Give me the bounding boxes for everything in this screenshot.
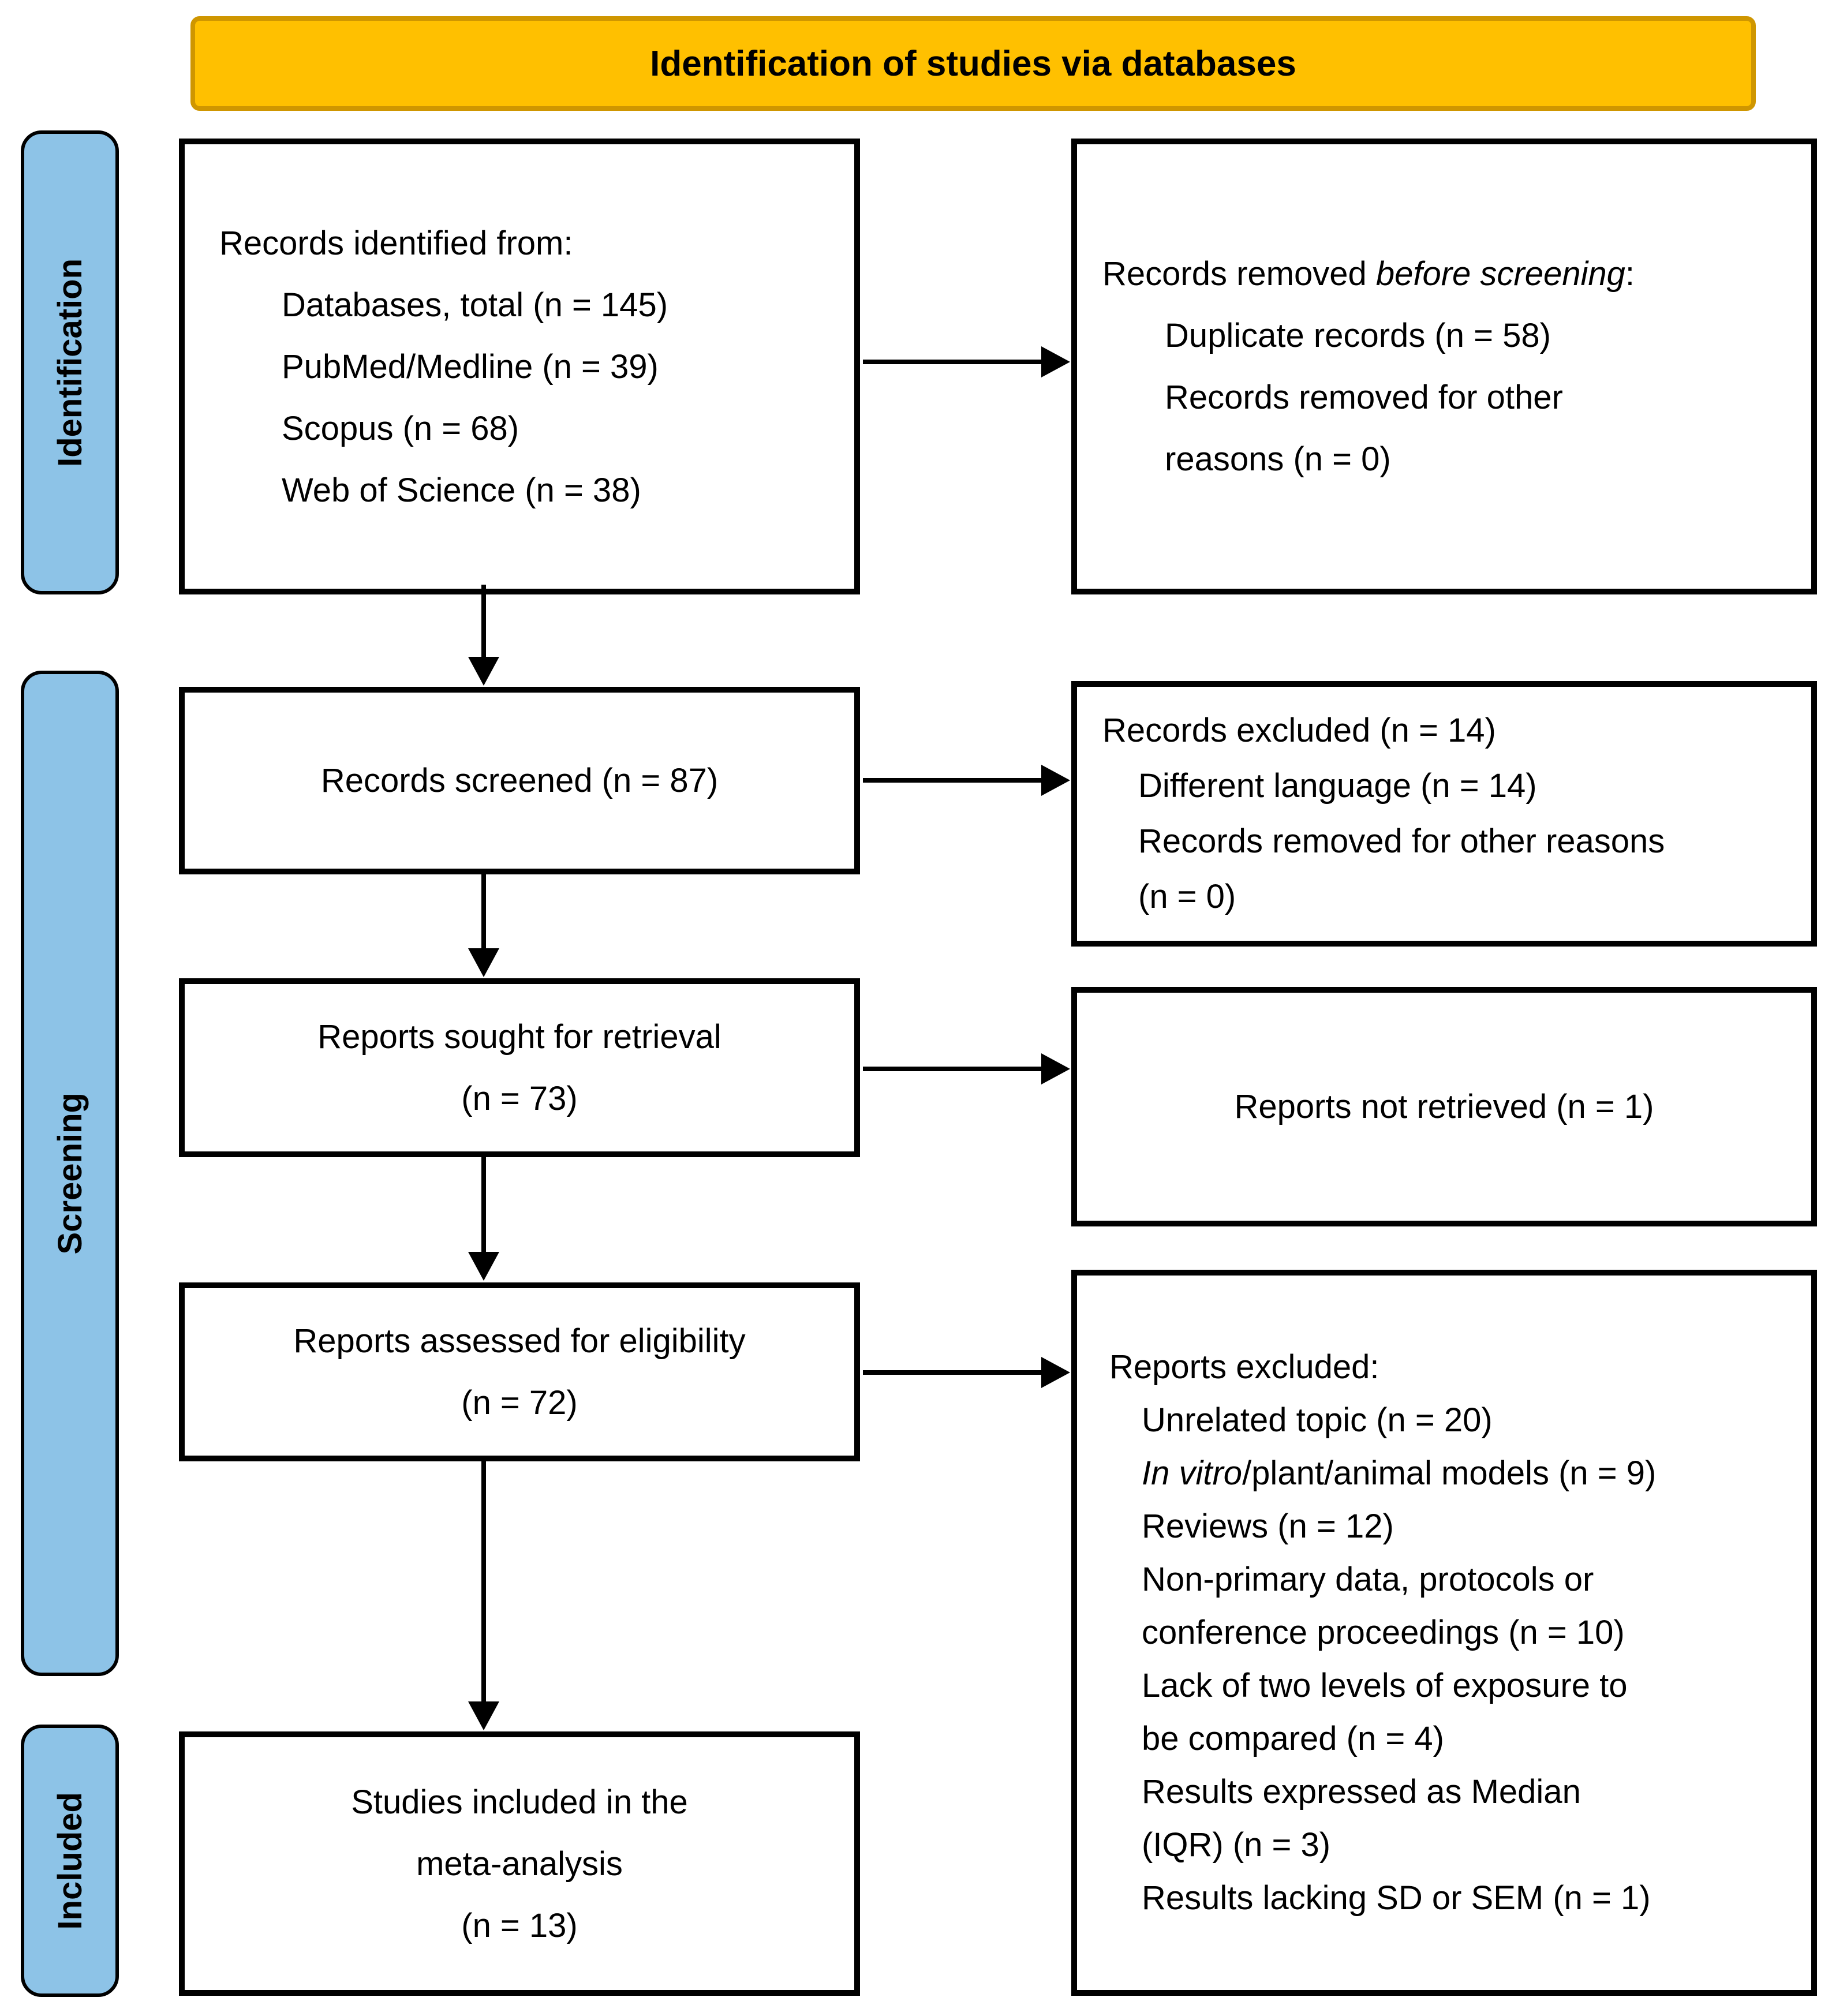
banner-title: Identification of studies via databases: [650, 43, 1296, 84]
records-identified-item: Scopus (n = 68): [282, 409, 519, 447]
box-reports-not-retrieved: Reports not retrieved (n = 1): [1071, 987, 1817, 1226]
reports-excluded-item: Lack of two levels of exposure to: [1142, 1667, 1628, 1704]
arrow-identified-to-screened-head: [468, 657, 499, 686]
arrow-assessed-to-included-shaft: [481, 1458, 486, 1703]
reports-assessed-line1: Reports assessed for eligibility: [293, 1322, 746, 1360]
records-excluded-item: Records removed for other reasons: [1138, 822, 1665, 860]
records-identified-item: Web of Science (n = 38): [282, 471, 641, 509]
arrow-screened-to-sought-head: [468, 948, 499, 977]
arrow-assessed-to-reports-excluded-head: [1041, 1357, 1070, 1388]
arrow-sought-to-not-retrieved-head: [1041, 1053, 1070, 1084]
reports-excluded-item: be compared (n = 4): [1142, 1720, 1444, 1757]
box-reports-excluded: Reports excluded: Unrelated topic (n = 2…: [1071, 1270, 1817, 1996]
box-reports-sought-for-retrieval: Reports sought for retrieval (n = 73): [179, 978, 860, 1157]
arrow-screened-to-excluded-shaft: [863, 778, 1043, 783]
reports-excluded-item: Reviews (n = 12): [1142, 1508, 1394, 1545]
arrow-assessed-to-included-head: [468, 1701, 499, 1730]
arrow-sought-to-assessed-shaft: [481, 1154, 486, 1254]
reports-excluded-item-rest: /plant/animal models (n = 9): [1242, 1454, 1657, 1492]
reports-excluded-item: Unrelated topic (n = 20): [1142, 1401, 1493, 1439]
banner-identification-via-databases: Identification of studies via databases: [190, 16, 1756, 111]
records-removed-intro-post: :: [1625, 255, 1635, 293]
records-removed-intro-italic: before screening: [1375, 255, 1625, 293]
records-identified-item: PubMed/Medline (n = 39): [282, 347, 659, 386]
arrow-screened-to-excluded-head: [1041, 765, 1070, 796]
stage-label-included-text: Included: [51, 1791, 89, 1930]
records-removed-item: reasons (n = 0): [1165, 440, 1391, 478]
reports-not-retrieved-text: Reports not retrieved (n = 1): [1234, 1088, 1654, 1125]
reports-assessed-line2: (n = 72): [461, 1384, 578, 1422]
records-excluded-item: Different language (n = 14): [1138, 767, 1537, 805]
records-screened-text: Records screened (n = 87): [320, 762, 719, 799]
reports-sought-line2: (n = 73): [461, 1080, 578, 1117]
records-removed-intro-pre: Records removed: [1102, 255, 1376, 293]
reports-excluded-item: Results lacking SD or SEM (n = 1): [1142, 1879, 1651, 1917]
arrow-screened-to-sought-shaft: [481, 872, 486, 950]
reports-excluded-item: (IQR) (n = 3): [1142, 1826, 1331, 1864]
reports-sought-line1: Reports sought for retrieval: [317, 1018, 721, 1056]
arrow-identified-to-removed-shaft: [863, 360, 1043, 364]
reports-excluded-intro: Reports excluded:: [1109, 1348, 1379, 1386]
stage-label-screening-text: Screening: [51, 1092, 89, 1255]
arrow-sought-to-not-retrieved-shaft: [863, 1067, 1043, 1071]
reports-excluded-item: In vitro/plant/animal models (n = 9): [1109, 1447, 1656, 1500]
records-identified-intro: Records identified from:: [219, 224, 573, 262]
stage-label-identification-text: Identification: [51, 258, 89, 467]
box-records-identified: Records identified from: Databases, tota…: [179, 139, 860, 594]
reports-excluded-item-italic: In vitro: [1142, 1454, 1243, 1492]
stage-label-screening: Screening: [21, 671, 119, 1676]
reports-excluded-item: Non-primary data, protocols or: [1142, 1561, 1594, 1598]
records-excluded-item: (n = 0): [1138, 878, 1236, 915]
arrow-sought-to-assessed-head: [468, 1252, 499, 1281]
records-removed-intro: Records removed before screening:: [1102, 243, 1635, 305]
records-removed-item: Duplicate records (n = 58): [1165, 317, 1551, 354]
arrow-identified-to-removed-head: [1041, 346, 1070, 377]
reports-excluded-item: Results expressed as Median: [1142, 1773, 1581, 1811]
box-records-removed-before-screening: Records removed before screening: Duplic…: [1071, 139, 1817, 594]
box-records-excluded: Records excluded (n = 14) Different lang…: [1071, 681, 1817, 947]
stage-label-identification: Identification: [21, 130, 119, 594]
box-reports-assessed-for-eligibility: Reports assessed for eligibility (n = 72…: [179, 1282, 860, 1461]
box-records-screened: Records screened (n = 87): [179, 687, 860, 874]
records-identified-item: Databases, total (n = 145): [282, 286, 668, 324]
records-excluded-intro: Records excluded (n = 14): [1102, 712, 1496, 749]
records-removed-item: Records removed for other: [1165, 379, 1563, 416]
studies-included-line1: Studies included in the: [351, 1783, 688, 1821]
arrow-identified-to-screened-shaft: [481, 585, 486, 660]
stage-label-included: Included: [21, 1725, 119, 1997]
arrow-assessed-to-reports-excluded-shaft: [863, 1370, 1043, 1375]
studies-included-line2: meta-analysis: [416, 1845, 623, 1883]
box-studies-included-in-meta-analysis: Studies included in the meta-analysis (n…: [179, 1731, 860, 1996]
studies-included-line3: (n = 13): [461, 1906, 578, 1944]
reports-excluded-item: conference proceedings (n = 10): [1142, 1614, 1625, 1651]
